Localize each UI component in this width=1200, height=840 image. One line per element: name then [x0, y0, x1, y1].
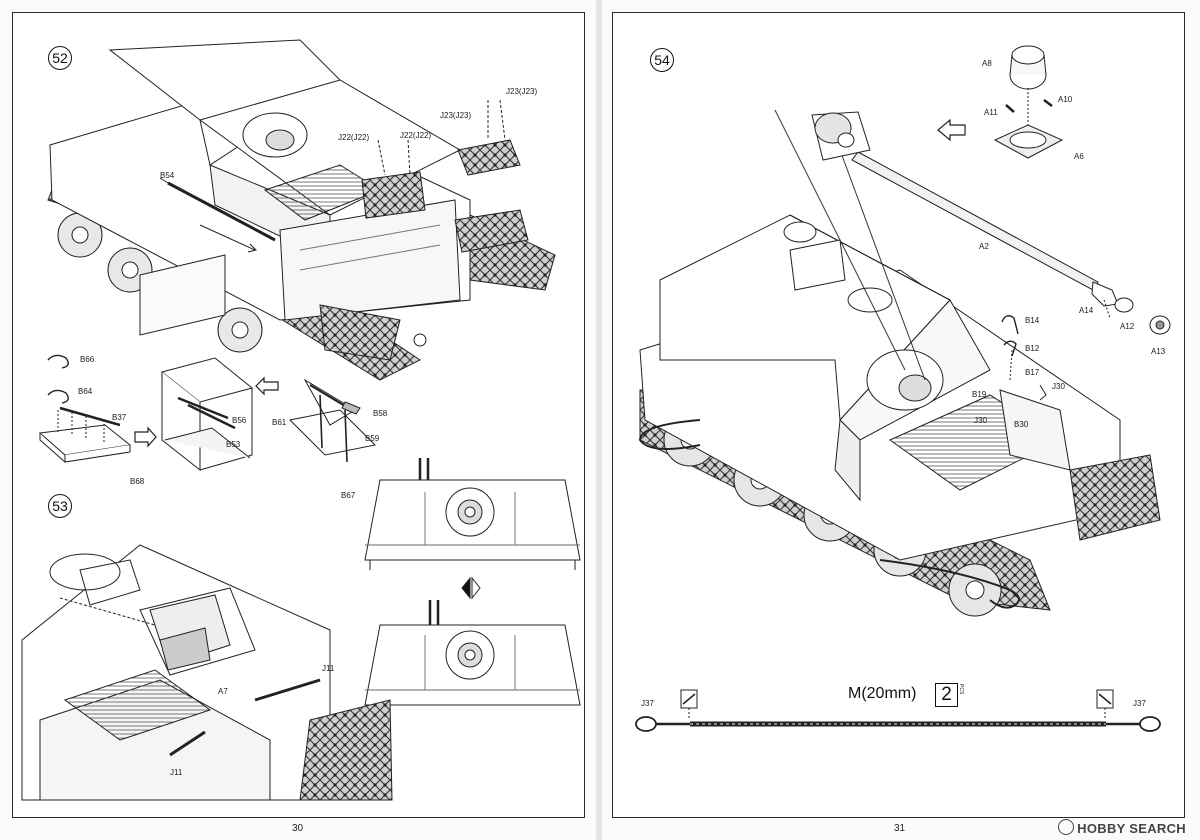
- part-label-j22: J22(J22): [400, 131, 432, 140]
- part-label-b59: B59: [365, 434, 380, 443]
- part-label-b67: B67: [341, 491, 356, 500]
- part-label-b66: B66: [80, 355, 95, 364]
- part-label-a14: A14: [1079, 306, 1094, 315]
- part-label-j11: J11: [322, 664, 335, 673]
- step-number-52: 52: [48, 46, 72, 70]
- step54-hull-drawing: [638, 109, 1161, 617]
- part-label-j22: J22(J22): [338, 133, 370, 142]
- watermark: HOBBY SEARCH: [1058, 819, 1186, 836]
- part-label-b19: B19: [972, 390, 987, 399]
- part-label-j30: J30: [1052, 382, 1065, 391]
- part-label-b54: B54: [160, 171, 175, 180]
- page-number-right: 31: [894, 823, 906, 834]
- part-label-b17: B17: [1025, 368, 1040, 377]
- part-label-a2: A2: [979, 242, 989, 251]
- part-label-a12: A12: [1120, 322, 1135, 331]
- tow-cable-j37: [635, 689, 1161, 732]
- step-number-53: 53: [48, 494, 72, 518]
- part-label-j30: J30: [974, 416, 987, 425]
- part-label-a8: A8: [982, 59, 992, 68]
- part-label-b30: B30: [1014, 420, 1029, 429]
- part-label-b68: B68: [130, 477, 145, 486]
- part-label-j37-right: J37: [1133, 699, 1146, 708]
- watermark-logo-icon: [1058, 819, 1075, 835]
- part-label-j23: J23(J23): [506, 87, 538, 96]
- part-label-b56: B56: [232, 416, 247, 425]
- part-label-a7: A7: [218, 687, 228, 696]
- part-label-j23: J23(J23): [440, 111, 472, 120]
- part-label-b53: B53: [226, 440, 241, 449]
- pcs-label: PCS: [958, 684, 964, 695]
- part-label-a11: A11: [984, 108, 998, 117]
- step52-hull-drawing: [47, 39, 556, 381]
- part-label-b58: B58: [373, 409, 388, 418]
- rear-view-comparison: [364, 458, 581, 706]
- cable-count-box: 2: [935, 683, 958, 707]
- part-label-a13: A13: [1151, 347, 1166, 356]
- part-label-a10: A10: [1058, 95, 1073, 104]
- part-label-b64: B64: [78, 387, 93, 396]
- step-number-54: 54: [650, 48, 674, 72]
- part-label-b37: B37: [112, 413, 127, 422]
- part-label-b14: B14: [1025, 316, 1040, 325]
- step53-hull-drawing: [21, 544, 393, 801]
- part-label-b12: B12: [1025, 344, 1040, 353]
- step52-subassemblies: [38, 354, 377, 472]
- part-label-b61: B61: [272, 418, 287, 427]
- book-gutter: [596, 0, 602, 840]
- cable-length-label: M(20mm): [848, 685, 917, 702]
- part-label-a6: A6: [1074, 152, 1084, 161]
- page-number-left: 30: [292, 823, 304, 834]
- gun-barrel-parts: [811, 45, 1171, 401]
- part-label-j11: J11: [170, 768, 183, 777]
- part-label-j37-left: J37: [641, 699, 654, 708]
